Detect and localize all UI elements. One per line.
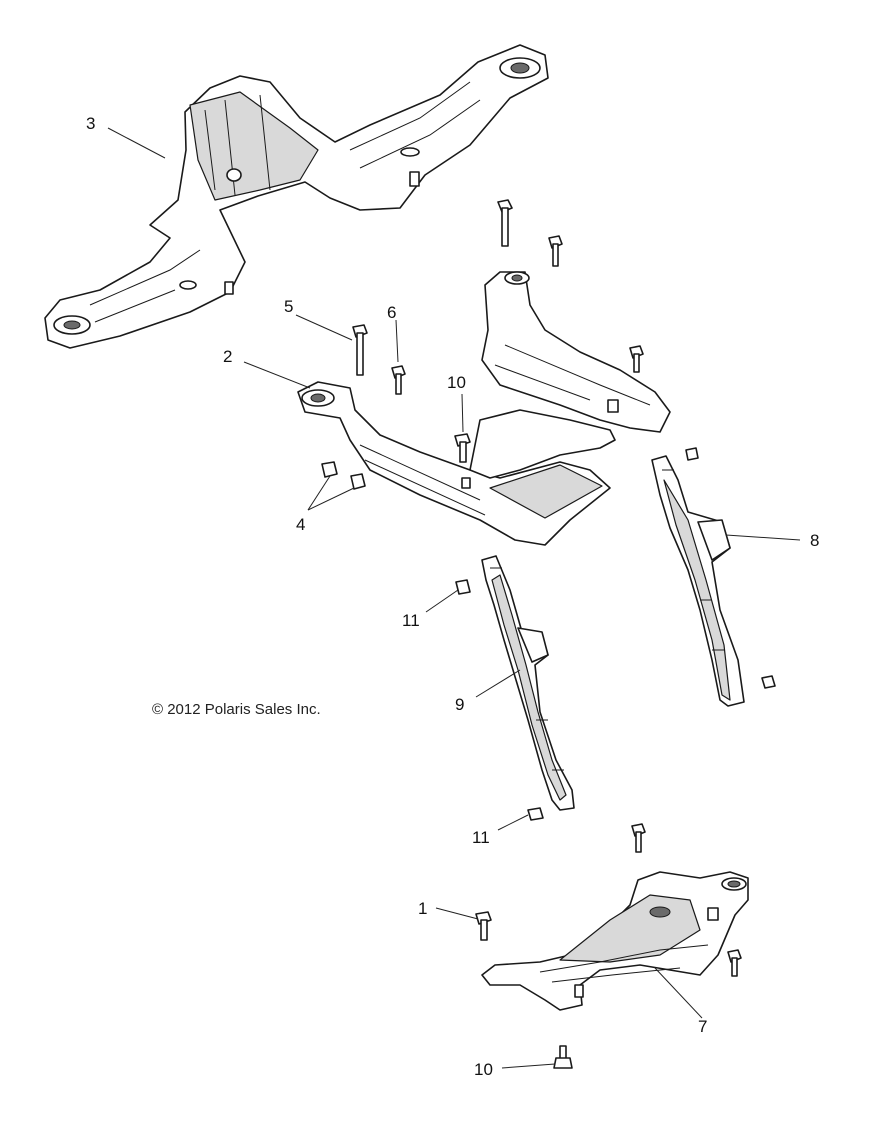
callout-2: 2 xyxy=(223,347,232,366)
part-7-lower-crossmember xyxy=(481,871,749,1011)
leader-lines xyxy=(107,127,801,1069)
fastener-bolt-long-top xyxy=(497,199,513,247)
fastener-bolt-center-low xyxy=(631,823,646,853)
callout-labels: 3 2 5 6 10 4 8 11 9 11 1 7 10 xyxy=(86,114,819,1079)
callout-8: 8 xyxy=(810,531,819,550)
part-2-middle-crossmember xyxy=(297,271,671,546)
part-3-upper-crossmember xyxy=(44,44,549,349)
callout-10-upper: 10 xyxy=(447,373,466,392)
fastener-bolt-10-upper xyxy=(454,433,471,463)
fastener-bolt-10-lower xyxy=(553,1045,573,1069)
fastener-nuts-4 xyxy=(321,461,366,490)
callout-4: 4 xyxy=(296,515,305,534)
fastener-bolt-6 xyxy=(391,365,406,395)
fastener-bolt-right-lower xyxy=(727,949,742,977)
part-9-left-upright xyxy=(481,555,575,811)
fastener-nut-right-low xyxy=(761,675,776,689)
fastener-nut-right-top xyxy=(685,447,699,461)
callout-5: 5 xyxy=(284,297,293,316)
callout-9: 9 xyxy=(455,695,464,714)
fastener-bolt-1 xyxy=(475,911,492,941)
fastener-nut-11-lower xyxy=(527,807,544,821)
copyright-notice: © 2012 Polaris Sales Inc. xyxy=(152,701,321,718)
callout-7: 7 xyxy=(698,1017,707,1036)
callout-1: 1 xyxy=(418,899,427,918)
callout-11-upper: 11 xyxy=(402,611,420,630)
callout-10-lower: 10 xyxy=(474,1060,493,1079)
callout-11-lower: 11 xyxy=(472,828,490,847)
part-8-right-upright xyxy=(651,455,745,707)
callout-3: 3 xyxy=(86,114,95,133)
fastener-bolt-right-mid xyxy=(629,345,644,373)
fastener-bolt-short-top xyxy=(548,235,563,267)
fastener-bolt-5 xyxy=(352,324,368,376)
callout-6: 6 xyxy=(387,303,396,322)
fastener-nut-11-upper xyxy=(455,579,471,595)
